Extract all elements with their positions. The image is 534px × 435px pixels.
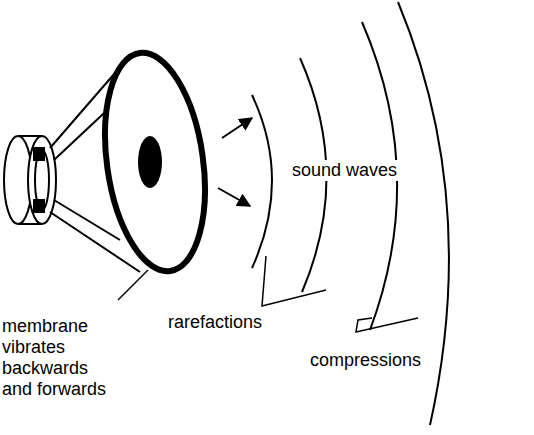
- speaker-body: [4, 46, 218, 277]
- compression-label: compressions: [308, 350, 423, 371]
- wave-label: sound waves: [290, 160, 399, 181]
- rarefaction-label: rarefactions: [166, 312, 264, 333]
- leader-lines: [118, 256, 418, 332]
- motion-arrows: [218, 118, 252, 206]
- sound-wave-arcs: [252, 2, 449, 425]
- membrane-label: membrane vibrates backwards and forwards: [2, 316, 116, 400]
